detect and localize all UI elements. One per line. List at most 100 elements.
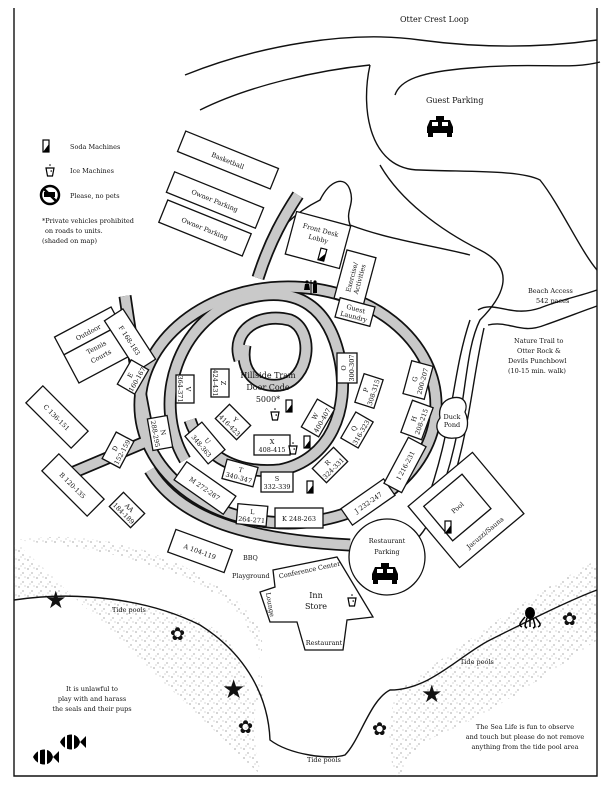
unit-C[interactable]: C 136-151	[24, 384, 90, 450]
duck-pond	[436, 396, 469, 439]
nature-trail-label-4: (10-15 min. walk)	[508, 367, 566, 375]
pond-label: Pond	[444, 421, 460, 429]
unit-roads	[57, 191, 443, 552]
anemone-icon: ✿	[372, 719, 387, 740]
inn-label: Inn	[309, 591, 322, 600]
tide-pools-label: Tide pools	[112, 606, 146, 614]
unit-letter: V	[184, 386, 192, 392]
ice-machine-icon	[45, 163, 55, 177]
beach-trail	[419, 289, 598, 521]
legend-no-pets: Please, no pets	[70, 192, 120, 200]
restaurant-parking	[348, 518, 426, 596]
unit-letter: D	[111, 444, 121, 452]
beach-access-paces: 542 paces	[536, 297, 569, 305]
seals-note-3: the seals and their pups	[52, 705, 131, 713]
unit-letter: N	[159, 429, 168, 436]
unit-letter: L	[250, 508, 256, 516]
soda-machine-icon	[303, 435, 311, 449]
inn-building	[259, 556, 375, 651]
seals-note-2: play with and harass	[58, 695, 126, 703]
beach-sand	[14, 536, 597, 776]
unit-I[interactable]: I 216-231	[383, 436, 427, 494]
guest-parking-label: Guest Parking	[426, 96, 483, 105]
sealife-note-2: and touch but please do not remove	[466, 733, 585, 741]
unit-A[interactable]: A 104-119	[166, 528, 234, 574]
unit-letter: O	[340, 365, 348, 370]
car-icon	[427, 116, 453, 137]
unit-range: 424-431	[211, 369, 219, 396]
starfish-icon: ★	[421, 680, 443, 708]
bbq-label: BBQ	[243, 554, 258, 562]
legend-note-1: *Private vehicles prohibited	[42, 217, 134, 225]
legend-ice: Ice Machines	[70, 167, 114, 175]
unit-letter: S	[275, 475, 279, 483]
beach-access-label: Beach Access	[528, 287, 573, 295]
unit-range: 300-307	[348, 354, 356, 381]
unit-letter: U	[202, 436, 212, 446]
otter-crest-loop-label: Otter Crest Loop	[400, 15, 469, 24]
unit-label: K 248-263	[282, 515, 316, 523]
unit-letter: E	[126, 371, 135, 379]
restaurant-label: Restaurant	[306, 639, 343, 647]
unit-letter: Q	[350, 424, 360, 433]
restroom-icon	[304, 280, 317, 294]
starfish-icon: ★	[222, 675, 245, 705]
otter-crest-loop-road	[184, 36, 598, 111]
unit-range: 408-415	[258, 446, 285, 454]
unit-letter: Z	[219, 381, 227, 386]
octopus-icon	[519, 607, 541, 629]
map-border	[13, 8, 598, 777]
anemone-icon: ✿	[238, 717, 253, 738]
unit-range: 364-371	[176, 375, 184, 402]
unit-letter: W	[310, 411, 320, 421]
unit-K[interactable]: K 248-263	[274, 507, 324, 529]
sealife-note-3: anything from the tide pool area	[472, 743, 579, 751]
unit-letter: P	[362, 386, 371, 393]
unit-letter: R	[323, 458, 333, 468]
soda-machine-icon	[306, 480, 314, 494]
store-label: Store	[305, 602, 327, 611]
guest-parking-lot	[365, 61, 601, 271]
unit-letter: H	[409, 415, 419, 423]
restaurant-parking-label-2: Parking	[374, 548, 399, 556]
shoreline	[13, 589, 598, 758]
unit-J[interactable]: J 232-247	[340, 477, 396, 527]
starfish-icon: ★	[45, 586, 67, 614]
soda-machine-icon	[42, 139, 50, 153]
unit-letter: Y	[230, 415, 240, 425]
ice-machine-icon	[270, 407, 280, 421]
nature-trail-label-2: Otter Rock &	[517, 347, 561, 355]
hillside-tram-label: Hillside Tram	[240, 371, 296, 380]
anemone-icon: ✿	[562, 609, 577, 630]
legend-note-3: (shaded on map)	[42, 237, 98, 245]
soda-machine-icon	[444, 520, 452, 534]
seals-note-1: It is unlawful to	[66, 685, 118, 693]
door-code-label: Door Code	[246, 383, 289, 392]
duck-label: Duck	[444, 413, 461, 421]
restaurant-parking-label-1: Restaurant	[369, 537, 406, 545]
basketball-court: Basketball	[176, 130, 280, 190]
legend-note-2: on roads to units.	[45, 227, 103, 235]
sealife-note-1: The Sea Life is fun to observe	[476, 723, 574, 731]
soda-machine-icon	[285, 399, 293, 413]
anemone-icon: ✿	[170, 624, 185, 645]
unit-letter: G	[411, 376, 420, 383]
